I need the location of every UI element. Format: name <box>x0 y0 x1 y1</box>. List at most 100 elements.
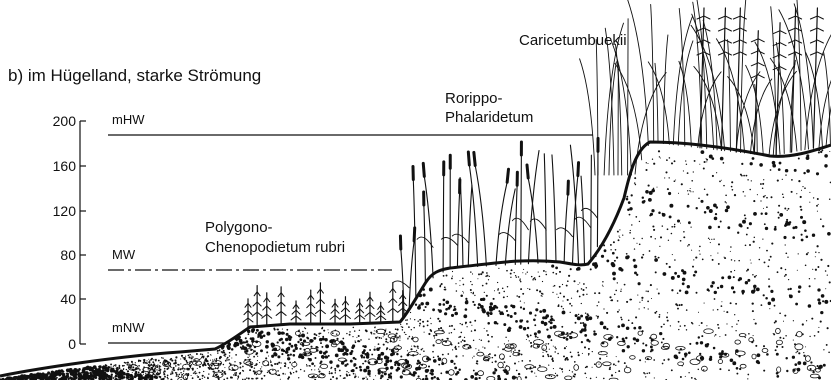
stipple-dot <box>796 193 797 194</box>
stipple-dot <box>606 259 609 262</box>
stipple-dot <box>267 372 268 373</box>
stipple-dot <box>470 375 474 379</box>
stipple-dot <box>176 374 178 376</box>
stipple-dot <box>691 377 693 379</box>
stipple-dot <box>829 198 830 199</box>
stipple-dot <box>753 319 754 320</box>
stipple-dot <box>589 316 593 320</box>
stipple-dot <box>531 345 532 346</box>
stipple-dot <box>592 351 593 352</box>
stipple-dot <box>669 266 671 268</box>
stipple-dot <box>427 320 429 322</box>
stipple-dot <box>535 336 537 338</box>
stipple-dot <box>618 361 620 363</box>
stipple-dot <box>407 350 408 351</box>
stipple-dot <box>366 352 368 354</box>
stipple-dot <box>489 276 490 277</box>
stipple-dot <box>619 229 620 230</box>
stipple-dot <box>633 259 636 262</box>
stipple-dot <box>281 353 283 355</box>
stipple-dot <box>178 367 179 368</box>
stipple-dot <box>138 371 140 373</box>
stipple-dot <box>681 183 683 185</box>
stipple-dot <box>800 206 802 208</box>
sedge-blade <box>580 59 595 175</box>
stipple-dot <box>203 357 205 359</box>
stipple-dot <box>686 329 687 330</box>
stipple-dot <box>251 329 253 331</box>
stipple-dot <box>752 302 754 304</box>
stipple-dot <box>578 284 579 285</box>
stipple-dot <box>380 374 383 377</box>
stipple-dot <box>649 250 651 252</box>
stipple-dot <box>733 276 735 278</box>
stipple-dot <box>564 359 566 361</box>
stipple-dot <box>289 362 291 364</box>
stipple-dot <box>716 206 718 208</box>
stipple-dot <box>248 357 249 358</box>
stipple-dot <box>741 163 743 165</box>
stipple-dot <box>199 372 201 374</box>
stipple-dot <box>364 345 367 348</box>
stipple-dot <box>215 375 217 377</box>
stipple-dot <box>817 211 818 212</box>
stipple-dot <box>763 370 765 372</box>
stipple-dot <box>58 369 62 373</box>
stipple-dot <box>131 362 133 364</box>
stipple-dot <box>456 371 459 374</box>
reed-leaf <box>581 208 597 218</box>
stipple-dot <box>255 332 257 334</box>
stipple-dot <box>672 254 673 255</box>
stipple-dot <box>725 201 727 203</box>
stipple-dot <box>562 300 563 301</box>
stipple-dot <box>683 170 684 171</box>
stipple-dot <box>315 334 317 336</box>
stipple-dot <box>704 211 707 214</box>
stipple-dot <box>248 333 250 335</box>
stipple-dot <box>180 358 181 359</box>
stipple-dot <box>366 366 370 370</box>
stipple-dot <box>706 159 708 161</box>
stipple-dot <box>586 287 587 288</box>
stipple-dot <box>561 306 563 308</box>
stipple-dot <box>661 326 663 328</box>
stipple-dot <box>782 193 784 195</box>
stipple-dot <box>814 335 816 337</box>
stipple-dot <box>645 361 646 362</box>
stipple-dot <box>635 184 637 186</box>
stipple-dot <box>723 185 725 187</box>
stipple-dot <box>784 208 786 210</box>
stipple-dot <box>777 211 779 213</box>
reed-stem <box>528 178 538 263</box>
stipple-dot <box>550 355 552 357</box>
stipple-dot <box>282 373 284 375</box>
stipple-dot <box>626 196 628 198</box>
stipple-dot <box>456 290 458 292</box>
stipple-dot <box>515 377 517 379</box>
stipple-dot <box>278 362 280 364</box>
stipple-dot <box>548 343 550 345</box>
stipple-dot <box>192 356 194 358</box>
stipple-dot <box>646 162 647 163</box>
stipple-dot <box>475 348 476 349</box>
stipple-dot <box>402 327 404 329</box>
stipple-dot <box>759 247 760 248</box>
stipple-dot <box>584 327 586 329</box>
stipple-dot <box>417 306 421 310</box>
stipple-dot <box>777 271 779 273</box>
stipple-dot <box>249 355 250 356</box>
stipple-dot <box>477 278 478 279</box>
stipple-dot <box>774 226 776 228</box>
stipple-dot <box>99 370 101 372</box>
stipple-dot <box>667 228 669 230</box>
stipple-dot <box>577 316 581 320</box>
sedge-blade <box>741 0 747 153</box>
stipple-dot <box>580 322 582 324</box>
stipple-dot <box>702 259 704 261</box>
stipple-dot <box>555 273 557 275</box>
stipple-dot <box>459 336 461 338</box>
stipple-dot <box>806 253 808 255</box>
stipple-dot <box>282 332 285 335</box>
stipple-dot <box>497 282 498 283</box>
stipple-dot <box>304 327 305 328</box>
